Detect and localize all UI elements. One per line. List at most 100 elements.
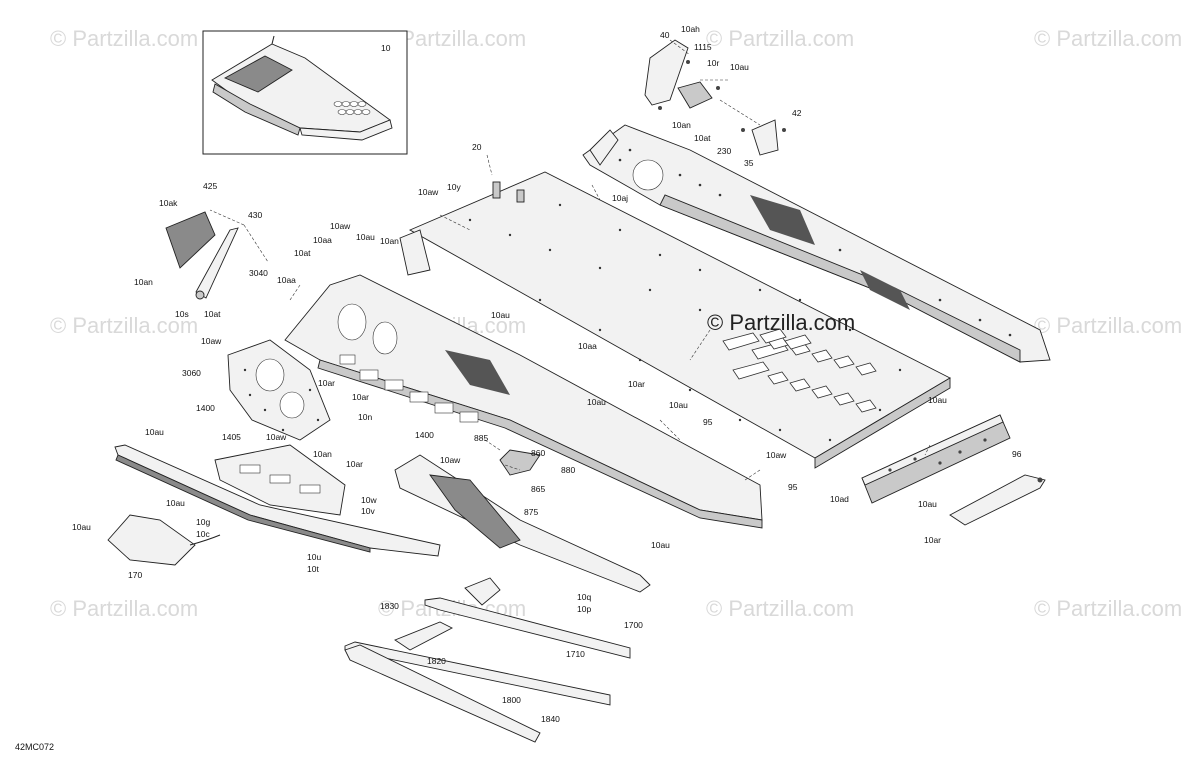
callout-1830: 1830 [380, 601, 399, 611]
callout-10aw-f: 10aw [440, 455, 461, 465]
callout-425: 425 [203, 181, 217, 191]
callout-10at-c: 10at [204, 309, 221, 319]
callout-880: 880 [561, 465, 575, 475]
callout-10au-h: 10au [651, 540, 670, 550]
callout-860: 860 [531, 448, 545, 458]
watermark-layer: © Partzilla.com © Partzilla.com © Partzi… [50, 26, 1182, 621]
callout-10aw-c: 10aw [201, 336, 222, 346]
callout-10an-c: 10an [134, 277, 153, 287]
callout-96: 96 [1012, 449, 1022, 459]
callout-labels: 40 10ah 1115 10r 10au 42 10an 10at 230 3… [72, 24, 1022, 724]
callout-10au-a: 10au [356, 232, 375, 242]
callout-10ar-e: 10ar [352, 392, 369, 402]
callout-35: 35 [744, 158, 754, 168]
callout-10au-j: 10au [587, 397, 606, 407]
watermark: © Partzilla.com [50, 313, 198, 338]
watermark: © Partzilla.com [706, 26, 854, 51]
callout-10at: 10at [694, 133, 711, 143]
callout-1115: 1115 [694, 42, 712, 52]
callout-10ah: 10ah [681, 24, 700, 34]
inset-assembly-view: 10 [202, 30, 408, 155]
callout-10au-g: 10au [166, 498, 185, 508]
callout-10r: 10r [707, 58, 719, 68]
bottom-slide-rails [344, 577, 631, 743]
leader-lines [209, 154, 931, 481]
callout-10an-b: 10an [380, 236, 399, 246]
inset-label: 10 [381, 43, 391, 53]
hitch-bracket [949, 474, 1046, 526]
tunnel-floor-panel [408, 171, 951, 469]
callout-885: 885 [474, 433, 488, 443]
callout-10ad: 10ad [830, 494, 849, 504]
callout-1400-b: 1400 [415, 430, 434, 440]
callout-10au-d: 10au [928, 395, 947, 405]
watermark: © Partzilla.com [1034, 596, 1182, 621]
callout-10aj: 10aj [612, 193, 628, 203]
callout-875: 875 [524, 507, 538, 517]
callout-10t: 10t [307, 564, 319, 574]
callout-1405: 1405 [222, 432, 241, 442]
callout-1840: 1840 [541, 714, 560, 724]
left-grille-bracket [165, 211, 239, 300]
callout-10c: 10c [196, 529, 210, 539]
watermark: © Partzilla.com [50, 26, 198, 51]
callout-10au-i: 10au [72, 522, 91, 532]
callout-95: 95 [703, 417, 713, 427]
watermark: © Partzilla.com [706, 596, 854, 621]
callout-10n: 10n [358, 412, 372, 422]
callout-10an: 10an [672, 120, 691, 130]
watermark: © Partzilla.com [50, 596, 198, 621]
callout-10ar-b: 10ar [318, 378, 335, 388]
callout-10g: 10g [196, 517, 210, 527]
left-side-plate [227, 339, 331, 441]
callout-10q: 10q [577, 592, 591, 602]
callout-10aw: 10aw [418, 187, 439, 197]
callout-1800: 1800 [502, 695, 521, 705]
left-tunnel-rail [284, 229, 763, 529]
center-watermark: © Partzilla.com [707, 310, 855, 335]
callout-3040: 3040 [249, 268, 268, 278]
callout-10au: 10au [730, 62, 749, 72]
callout-10u: 10u [307, 552, 321, 562]
callout-10aa: 10aa [313, 235, 332, 245]
callout-10at-b: 10at [294, 248, 311, 258]
callout-10au-c: 10au [669, 400, 688, 410]
lower-crossmember [214, 444, 346, 516]
callout-10ak: 10ak [159, 198, 178, 208]
callout-10an-d: 10an [313, 449, 332, 459]
callout-430: 430 [248, 210, 262, 220]
callout-10v: 10v [361, 506, 375, 516]
callout-230: 230 [717, 146, 731, 156]
upper-bracket-assembly [644, 39, 786, 156]
callout-1700: 1700 [624, 620, 643, 630]
callout-40: 40 [660, 30, 670, 40]
callout-10aa-c: 10aa [578, 341, 597, 351]
callout-10aw-e: 10aw [766, 450, 787, 460]
callout-10ar: 10ar [628, 379, 645, 389]
callout-95-b: 95 [788, 482, 798, 492]
callout-10aw-d: 10aw [266, 432, 287, 442]
callout-10aw-b: 10aw [330, 221, 351, 231]
callout-3060: 3060 [182, 368, 201, 378]
rear-bumper-bracket [107, 514, 221, 566]
callout-170: 170 [128, 570, 142, 580]
callout-1820: 1820 [427, 656, 446, 666]
callout-10s: 10s [175, 309, 189, 319]
callout-1710: 1710 [566, 649, 585, 659]
rear-crossmember-bar [861, 414, 1011, 504]
callout-1400: 1400 [196, 403, 215, 413]
callout-10ar-c: 10ar [924, 535, 941, 545]
diagram-code: 42MC072 [15, 742, 54, 752]
callout-10p: 10p [577, 604, 591, 614]
watermark: © Partzilla.com [1034, 26, 1182, 51]
watermark: © Partzilla.com [1034, 313, 1182, 338]
left-running-board [114, 444, 441, 557]
callout-10y: 10y [447, 182, 461, 192]
callout-42: 42 [792, 108, 802, 118]
callout-865: 865 [531, 484, 545, 494]
callout-10w: 10w [361, 495, 377, 505]
callout-10au-b: 10au [491, 310, 510, 320]
callout-10au-f: 10au [145, 427, 164, 437]
callout-20: 20 [472, 142, 482, 152]
